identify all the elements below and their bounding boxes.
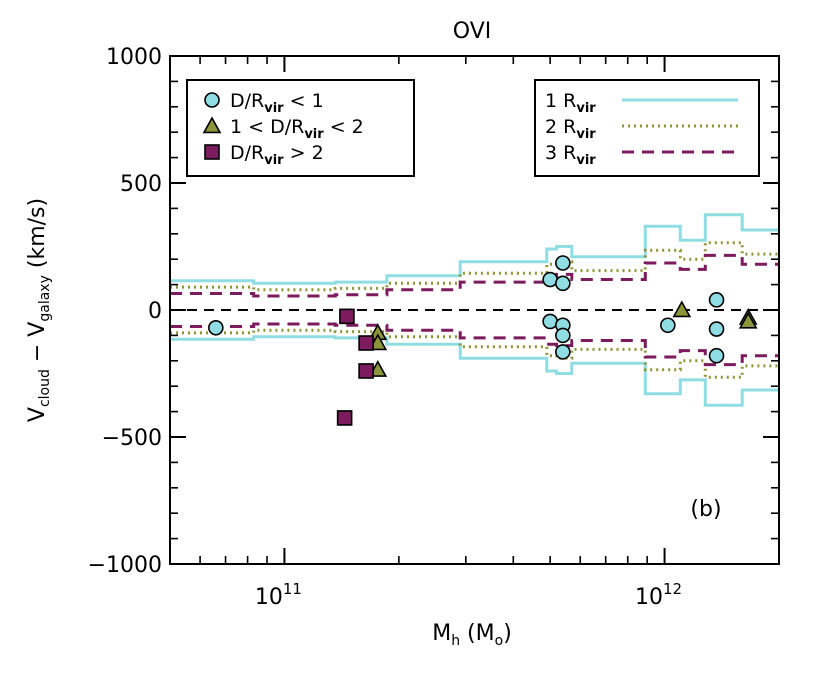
y-tick-label: −500 [102, 426, 162, 451]
circle-point [708, 347, 725, 364]
line-legend-box [534, 79, 760, 177]
axes: −1000 −500 0 500 1000 1011 1012 [88, 45, 780, 610]
circle-point [542, 271, 558, 288]
y-axis-label: Vcloud − Vgalaxy (km/s) [25, 198, 53, 422]
x-tick-label: 1011 [255, 580, 302, 610]
triangle-legend-symbol [202, 116, 222, 134]
circle-point [208, 319, 224, 336]
square-point [358, 363, 374, 379]
envelope-1-lower [170, 335, 779, 407]
envelope-3-lower [170, 322, 779, 367]
y-tick-label: 0 [148, 299, 162, 324]
y-tick-label: −1000 [88, 553, 162, 578]
square-point [339, 308, 355, 325]
square-point [336, 410, 353, 426]
marker-legend: D/Rvir < 11 < D/Rvir < 2D/Rvir > 2 [186, 79, 415, 177]
chart-title: OVI [453, 19, 491, 44]
y-tick-label: 1000 [106, 45, 162, 70]
circle-point [555, 344, 571, 360]
triangle-point [738, 311, 758, 329]
circle-point [708, 321, 725, 337]
envelope-3-upper [170, 253, 779, 298]
circle-point [555, 275, 571, 292]
square-legend-symbol [204, 144, 220, 160]
panel-label: (b) [690, 497, 721, 522]
circle-point [555, 255, 571, 271]
envelope-1-upper [170, 213, 779, 285]
line-legend-label: 1 Rvir [545, 90, 596, 116]
marker-legend-label: D/Rvir < 1 [230, 90, 324, 116]
circle-point [542, 313, 558, 330]
line-legend-label: 2 Rvir [545, 116, 596, 142]
marker-legend-label: 1 < D/Rvir < 2 [230, 116, 364, 142]
circle-point [555, 327, 571, 344]
marker-legend-label: D/Rvir > 2 [230, 142, 324, 168]
square-point [358, 335, 374, 351]
triangle-point [672, 300, 692, 318]
line-legend-label: 3 Rvir [545, 142, 596, 168]
circle-legend-symbol [204, 92, 220, 108]
data-points [208, 255, 758, 426]
x-tick-label: 1012 [635, 580, 682, 610]
x-axis-label: Mh (Mo) [432, 621, 512, 649]
circle-point [708, 292, 725, 308]
y-tick-label: 500 [120, 172, 162, 197]
marker-legend-box [186, 79, 415, 177]
circle-point [660, 317, 676, 334]
